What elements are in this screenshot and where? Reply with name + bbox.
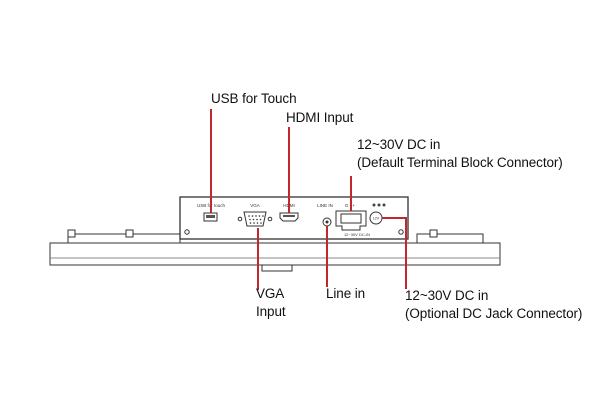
leader-lines	[210, 109, 407, 290]
callout-dc-jack: 12~30V DC in (Optional DC Jack Connector…	[405, 287, 582, 323]
callout-vga-input: VGA Input	[256, 285, 286, 321]
usb-port-tongue	[206, 215, 215, 218]
callout-dc-jack-line1: 12~30V DC in	[405, 288, 489, 303]
mount-tab-left-1	[67, 229, 76, 238]
chassis-step-left	[67, 233, 181, 244]
vga-screw-left	[237, 216, 243, 222]
vga-panel-label: VGA	[250, 203, 260, 208]
mount-tab-left-2	[125, 229, 134, 238]
dc-in-panel-label: 12~30V DC-IN	[344, 232, 370, 237]
callout-dc-terminal-line2: (Default Terminal Block Connector)	[357, 155, 563, 170]
mount-tab-right-2	[429, 229, 438, 238]
dc-jack-label: 12V	[373, 217, 380, 221]
callout-vga-line2: Input	[256, 304, 286, 319]
io-module: USB for touch VGA HDMI LINE IN G - + 12~…	[179, 196, 409, 240]
callout-vga-line1: VGA	[256, 286, 285, 301]
terminal-block-inner	[340, 213, 362, 224]
hdmi-port-tongue	[283, 215, 295, 217]
callout-dc-terminal-line1: 12~30V DC in	[357, 137, 441, 152]
vga-port	[243, 211, 267, 227]
callout-dc-terminal-block: 12~30V DC in (Default Terminal Block Con…	[357, 136, 563, 172]
line-in-panel-label: LINE IN	[317, 203, 333, 208]
vga-pins	[248, 215, 264, 224]
chassis-body	[49, 242, 501, 266]
vga-screw-right	[267, 216, 273, 222]
indicator-leds	[372, 203, 386, 207]
callout-usb-for-touch: USB for Touch	[211, 90, 297, 108]
callout-dc-jack-line2: (Optional DC Jack Connector)	[405, 306, 583, 321]
screw-left	[184, 229, 190, 235]
screw-right	[398, 229, 404, 235]
callout-line-in: Line in	[326, 285, 365, 303]
stand-stub	[261, 264, 293, 272]
leader-dc-jack	[382, 217, 407, 289]
chassis-step-right	[416, 233, 484, 244]
line-in-jack-hole	[325, 220, 329, 224]
callout-line-in-text: Line in	[326, 286, 366, 301]
callout-hdmi-text: HDMI Input	[286, 110, 354, 125]
callout-hdmi-input: HDMI Input	[286, 109, 353, 127]
callout-usb-text: USB for Touch	[211, 91, 297, 106]
